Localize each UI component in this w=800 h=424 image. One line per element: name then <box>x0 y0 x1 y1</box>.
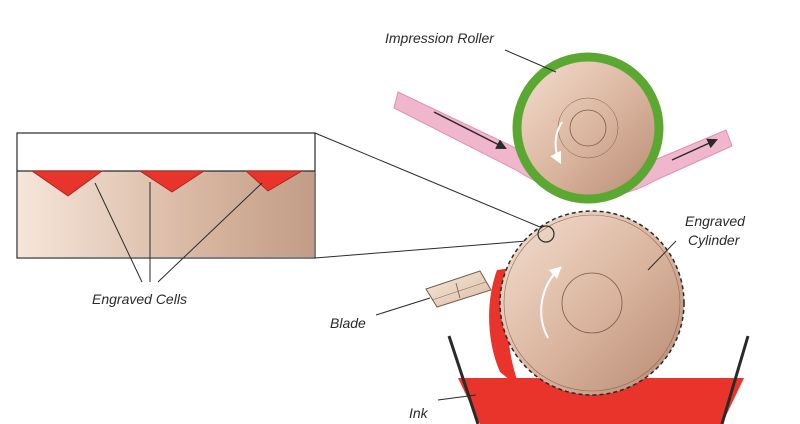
impression-roller-label: Impression Roller <box>385 30 495 46</box>
engraved-cylinder-label-line1: Engraved <box>685 213 746 229</box>
rotation-arrow-icon <box>550 121 563 165</box>
impression-roller <box>512 52 664 204</box>
engraved-cell <box>30 170 104 197</box>
ink-label: Ink <box>409 405 429 421</box>
label-leaders <box>375 49 677 401</box>
engraved-cell <box>138 170 206 193</box>
feed-arrow-icon <box>433 111 507 149</box>
engraved-cells-inset <box>16 132 316 259</box>
engraved-cells-leaders <box>94 182 263 283</box>
rotation-arrow-icon <box>540 266 562 339</box>
blade-label: Blade <box>330 315 366 331</box>
zoom-lines <box>314 132 541 259</box>
engraved-cylinder <box>499 210 685 396</box>
engraved-cylinder-label-line2: Cylinder <box>688 232 741 248</box>
engraved-cells-label: Engraved Cells <box>92 291 187 307</box>
detail-circle <box>537 225 555 243</box>
engraved-cell <box>244 170 304 192</box>
doctor-blade <box>425 270 492 308</box>
ink-tray <box>447 335 750 424</box>
feed-arrow-icon <box>671 138 718 161</box>
